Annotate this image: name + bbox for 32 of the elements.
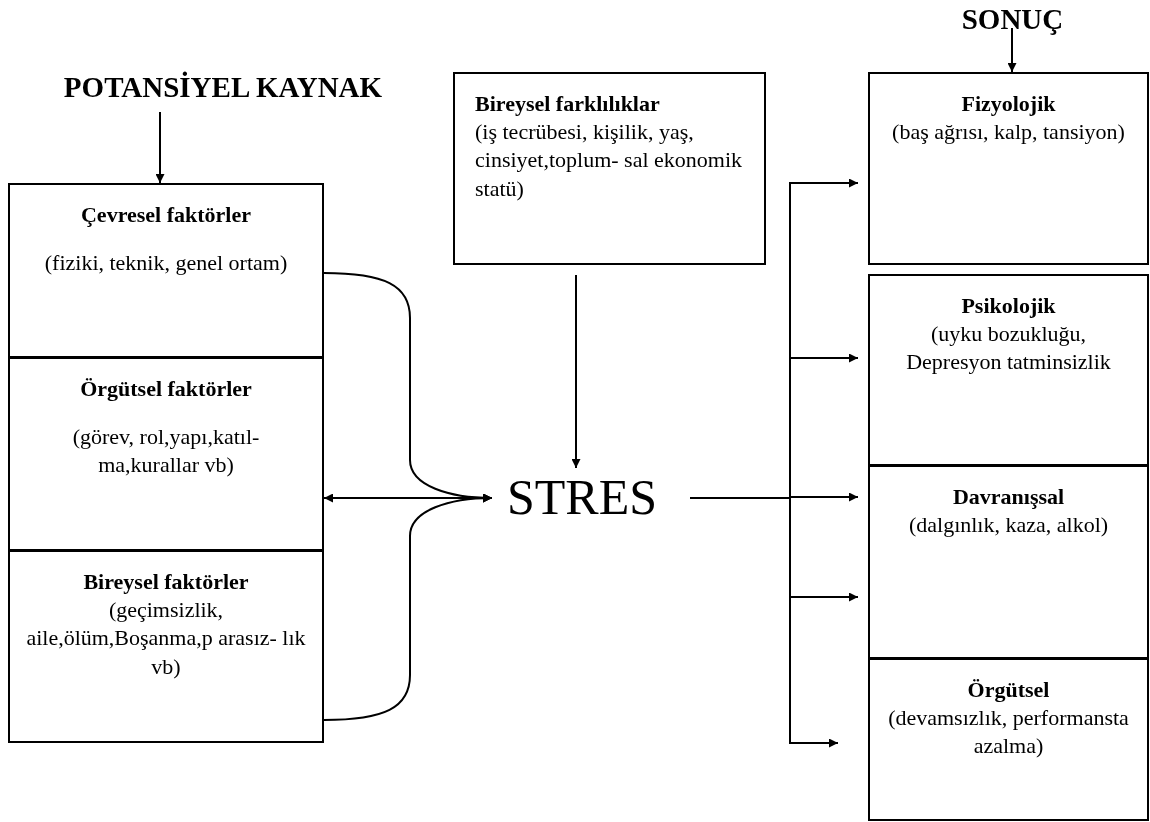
category-box bbox=[8, 550, 324, 743]
arrow bbox=[1007, 27, 1017, 73]
box-heading: Bireysel farklılıklar bbox=[475, 90, 660, 118]
category-box bbox=[868, 72, 1149, 265]
heading-text: POTANSİYEL KAYNAK bbox=[8, 68, 438, 106]
box-heading: Psikolojik bbox=[961, 292, 1056, 320]
box-heading: Fizyolojik bbox=[961, 90, 1056, 118]
box-description: (baş ağrısı, kalp, tansiyon) bbox=[892, 117, 1125, 146]
box-heading: Örgütsel faktörler bbox=[80, 375, 252, 403]
box-description: (görev, rol,yapı,katıl- ma,kurallar vb) bbox=[71, 422, 261, 480]
heading-text: STRES bbox=[492, 466, 672, 528]
box-description: (iş tecrübesi, kişilik, yaş, cinsiyet,toplum- sal ekonomik statü) bbox=[475, 117, 744, 203]
category-box bbox=[8, 357, 324, 551]
heading-text: SONUÇ bbox=[945, 0, 1080, 38]
box-heading: Örgütsel bbox=[967, 676, 1050, 704]
arrow bbox=[571, 274, 581, 469]
box-heading: Bireysel faktörler bbox=[83, 568, 249, 596]
box-description: (dalgınlık, kaza, alkol) bbox=[908, 510, 1109, 539]
category-box bbox=[868, 274, 1149, 466]
box-description: (uyku bozukluğu, Depresyon tatminsizlik bbox=[905, 319, 1112, 377]
box-heading: Çevresel faktörler bbox=[81, 201, 251, 229]
category-box bbox=[868, 658, 1149, 821]
category-box bbox=[8, 183, 324, 358]
box-description: (geçimsizlik, aile,ölüm,Boşanma,p arasız- lık vb) bbox=[26, 595, 306, 681]
category-box bbox=[453, 72, 766, 265]
box-heading: Davranışsal bbox=[952, 483, 1065, 511]
category-box bbox=[868, 465, 1149, 659]
box-description: (devamsızlık, performansta azalma) bbox=[887, 703, 1130, 761]
arrow bbox=[323, 493, 493, 503]
box-description: (fiziki, teknik, genel ortam) bbox=[44, 248, 288, 277]
arrow bbox=[155, 111, 165, 184]
arrow bbox=[689, 497, 839, 748]
